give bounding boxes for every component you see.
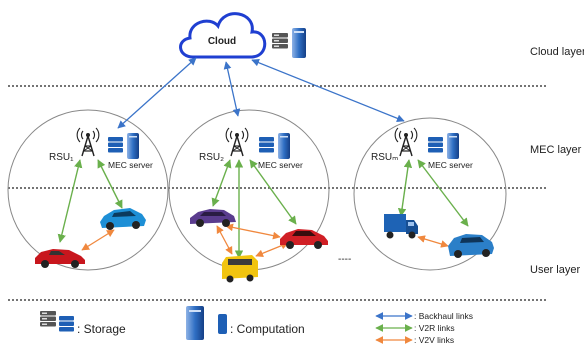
antenna-tower-icon: [76, 127, 100, 157]
more-rsus-ellipsis: ----: [338, 254, 351, 265]
cloud-server-icon: [292, 28, 306, 58]
truck-icon: [384, 214, 418, 239]
antenna-tower-icon: [394, 127, 418, 157]
car-icon: [100, 208, 146, 230]
v2v-link: [417, 235, 449, 248]
rsu2-coverage-circle: [168, 109, 330, 271]
v2r-link: [397, 159, 413, 217]
rsu1-mec-server-label: MEC server: [108, 160, 153, 170]
car-icon: [190, 209, 236, 227]
rsu1-label: RSU₁: [49, 152, 74, 163]
legend-v2r-label: : V2R links: [414, 323, 455, 333]
car-icon: [280, 229, 328, 249]
v2v-link: [81, 229, 115, 251]
storage-icon: [108, 137, 123, 153]
user-layer-label: User layer: [530, 264, 580, 276]
server-rack-icon: [272, 33, 288, 49]
storage-icon: [259, 137, 274, 153]
storage-icon: [40, 311, 56, 327]
v2r-link: [57, 159, 83, 243]
storage-blue-icon: [59, 316, 74, 332]
computation-icon: [186, 306, 204, 340]
legend-storage-label: : Storage: [77, 322, 126, 336]
rsu1-coverage-circle: [7, 109, 169, 271]
antenna-tower-icon: [225, 127, 249, 157]
backhaul-link-rsum: [251, 58, 405, 123]
backhaul-link-rsu2: [223, 61, 241, 117]
v2r-link: [97, 159, 123, 209]
backhaul-link-rsu1: [117, 57, 197, 129]
rsum-label: RSUₘ: [371, 152, 398, 163]
computation-icon: [278, 133, 290, 159]
computation-blue-icon: [218, 314, 227, 334]
rsum-mec-server-label: MEC server: [428, 160, 473, 170]
car-icon: [35, 249, 85, 268]
v2v-link: [216, 225, 233, 255]
v2v-link: [225, 223, 281, 240]
v2r-link: [249, 159, 297, 225]
cloud-label: Cloud: [208, 36, 236, 47]
car-icon: [448, 234, 494, 258]
legend-computation-label: : Computation: [230, 322, 305, 336]
computation-icon: [127, 133, 139, 159]
rsu2-mec-server-label: MEC server: [258, 160, 303, 170]
storage-icon: [428, 137, 443, 153]
v2r-link: [211, 159, 232, 207]
cloud-layer-label: Cloud layer: [530, 46, 584, 58]
rsu2-label: RSU₂: [199, 152, 224, 163]
computation-icon: [447, 133, 459, 159]
cloud-icon: [179, 12, 267, 59]
legend-v2v-label: : V2V links: [414, 335, 454, 344]
v2v-link: [255, 242, 289, 257]
rsum-coverage-circle: [353, 117, 507, 271]
bus-icon: [222, 255, 258, 283]
v2r-link: [417, 159, 469, 227]
mec-layer-label: MEC layer: [530, 144, 582, 156]
legend-backhaul-label: : Backhaul links: [414, 311, 473, 321]
